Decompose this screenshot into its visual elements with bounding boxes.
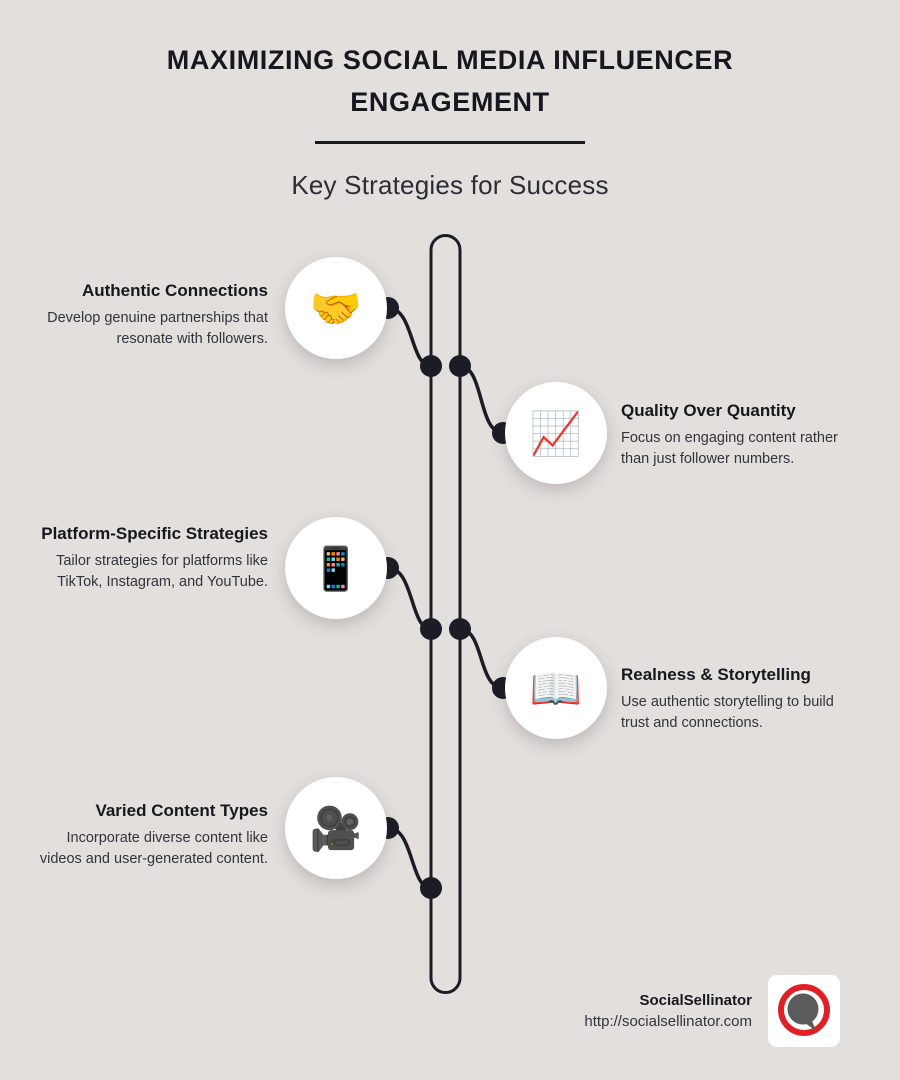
header: Maximizing Social Media Influencer Engag…	[0, 0, 900, 201]
movie-camera-icon: 🎥	[309, 805, 363, 852]
handshake-icon: 🤝	[309, 285, 363, 332]
item-block-realness-storytelling: Realness & Storytelling Use authentic st…	[621, 664, 846, 733]
item-heading-platform-specific-strategies: Platform-Specific Strategies	[41, 524, 268, 543]
chart-increasing-icon: 📈	[529, 410, 583, 457]
item-body-quality-over-quantity: Focus on engaging content rather than ju…	[621, 430, 838, 467]
page-title: Maximizing Social Media Influencer Engag…	[166, 45, 734, 117]
item-heading-authentic-connections: Authentic Connections	[81, 281, 268, 300]
item-block-varied-content-types: Varied Content Types Incorporate diverse…	[35, 800, 268, 869]
title-divider	[315, 140, 585, 144]
brand-logo	[768, 975, 840, 1047]
item-body-platform-specific-strategies: Tailor strategies for platforms like Tik…	[56, 553, 268, 590]
icon-bubble-varied-content-types: 🎥	[285, 777, 387, 879]
logo-speech-tail	[805, 1018, 816, 1031]
spine-capsule	[429, 234, 462, 994]
item-body-realness-storytelling: Use authentic storytelling to build trus…	[621, 694, 834, 731]
item-block-quality-over-quantity: Quality Over Quantity Focus on engaging …	[621, 400, 846, 469]
footer-branding: SocialSellinator http://socialsellinator…	[500, 975, 840, 1047]
item-heading-quality-over-quantity: Quality Over Quantity	[621, 401, 796, 420]
item-heading-varied-content-types: Varied Content Types	[95, 801, 268, 820]
node-dot-rail-4	[449, 618, 471, 640]
node-dot-rail-3	[420, 618, 442, 640]
item-block-authentic-connections: Authentic Connections Develop genuine pa…	[35, 280, 268, 349]
socialsellinator-logo-icon	[778, 984, 830, 1036]
item-block-platform-specific-strategies: Platform-Specific Strategies Tailor stra…	[35, 523, 268, 592]
icon-bubble-quality-over-quantity: 📈	[505, 382, 607, 484]
logo-ring	[778, 984, 830, 1036]
item-body-authentic-connections: Develop genuine partnerships that resona…	[47, 310, 268, 347]
item-body-varied-content-types: Incorporate diverse content like videos …	[39, 830, 268, 867]
logo-speech-bubble	[787, 993, 819, 1025]
icon-bubble-authentic-connections: 🤝	[285, 257, 387, 359]
footer-text: SocialSellinator http://socialsellinator…	[584, 992, 752, 1030]
node-dot-rail-2	[449, 355, 471, 377]
node-dot-rail-5	[420, 877, 442, 899]
brand-name: SocialSellinator	[639, 992, 752, 1009]
branch-line-5	[386, 826, 433, 890]
branch-line-1	[386, 306, 433, 368]
icon-bubble-realness-storytelling: 📖	[505, 637, 607, 739]
brand-url[interactable]: http://socialsellinator.com	[584, 1013, 752, 1030]
icon-bubble-platform-specific-strategies: 📱	[285, 517, 387, 619]
branch-line-2	[458, 364, 505, 435]
open-book-icon: 📖	[529, 665, 583, 712]
page-subtitle: Key Strategies for Success	[291, 169, 609, 200]
branch-line-3	[386, 566, 433, 631]
branch-line-4	[458, 627, 505, 690]
item-heading-realness-storytelling: Realness & Storytelling	[621, 665, 811, 684]
mobile-phone-icon: 📱	[309, 545, 363, 592]
node-dot-rail-1	[420, 355, 442, 377]
